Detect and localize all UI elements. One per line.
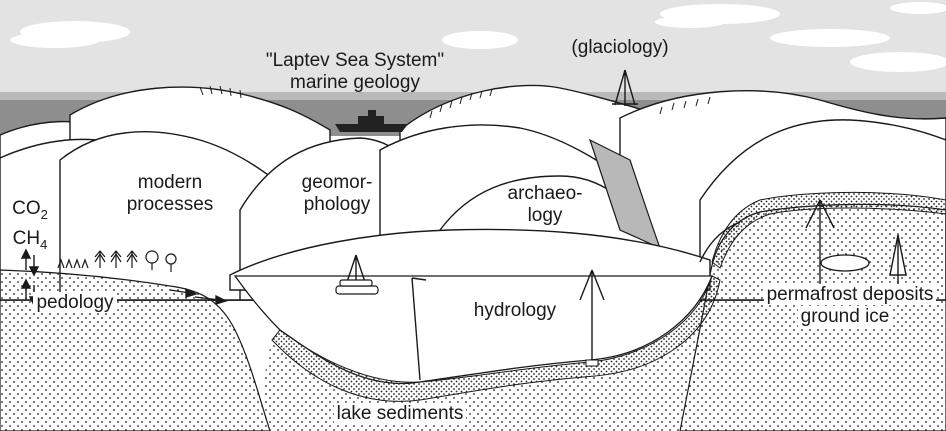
lake-sediments-text: lake sediments xyxy=(334,403,467,424)
label-ch4: CH4 xyxy=(0,228,60,256)
permafrost-text: permafrost deposits xyxy=(764,284,937,305)
co2-subscript: 2 xyxy=(41,207,48,222)
co2-base: CO xyxy=(12,198,41,219)
label-modern-processes-1: modern xyxy=(115,172,225,194)
label-marine-geology: marine geology xyxy=(250,72,460,94)
label-pedology: pedology xyxy=(30,292,120,314)
label-co2: CO2 xyxy=(0,198,60,226)
pedology-text: pedology xyxy=(33,292,116,313)
ice-lens xyxy=(821,255,869,271)
label-hydrology: hydrology xyxy=(455,300,575,322)
label-marine-geology-title: "Laptev Sea System" xyxy=(250,50,460,72)
ch4-subscript: 4 xyxy=(40,237,47,252)
label-permafrost-2: ground ice xyxy=(770,306,920,328)
ground-ice-text: ground ice xyxy=(798,306,893,327)
sky xyxy=(0,0,946,100)
drilling-raft xyxy=(336,280,378,294)
ch4-base: CH xyxy=(13,228,40,249)
label-modern-processes-2: processes xyxy=(115,194,225,216)
label-lake-sediments: lake sediments xyxy=(320,403,480,425)
label-geomorphology-1: geomor- xyxy=(282,172,392,194)
label-glaciology: (glaciology) xyxy=(550,37,690,59)
label-archaeology-1: archaeo- xyxy=(490,183,600,205)
hydrology-sonde xyxy=(586,360,598,366)
label-permafrost-1: permafrost deposits xyxy=(755,284,945,306)
label-archaeology-2: logy xyxy=(490,205,600,227)
label-geomorphology-2: phology xyxy=(282,194,392,216)
